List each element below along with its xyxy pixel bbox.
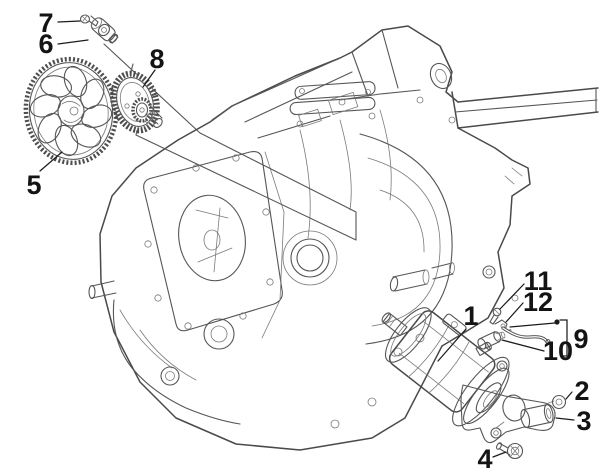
sprocket-spokes	[29, 65, 113, 157]
callout-8-leader	[142, 69, 156, 88]
gasket-bolt-holes	[144, 154, 274, 330]
callout-1-leader	[437, 328, 467, 362]
part-7-screw	[79, 14, 99, 27]
part-8-double-gear	[110, 70, 163, 134]
callout-9-label: 9	[573, 324, 588, 354]
part-10-connector-boot	[477, 331, 506, 350]
callout-2-label: 2	[574, 376, 589, 406]
callout-7-leader	[57, 20, 81, 23]
callout-1: 1	[437, 301, 479, 362]
callout-6: 6	[38, 29, 89, 59]
callout-10-label: 10	[543, 336, 573, 366]
part-9-cable	[501, 326, 551, 346]
callout-2: 2	[565, 376, 590, 406]
callout-6-leader	[57, 39, 89, 45]
callout-12-leader	[505, 302, 524, 323]
callout-1-label: 1	[463, 301, 478, 331]
callout-10: 10	[501, 336, 573, 366]
callout-4-leader	[492, 451, 507, 458]
callout-3-leader	[555, 417, 575, 421]
callout-11-label: 11	[524, 266, 553, 296]
callout-9-pointer	[509, 322, 556, 328]
callout-8: 8	[142, 44, 165, 88]
part-5-sprocket-wheel	[23, 56, 119, 166]
callout-5-leader	[39, 151, 63, 172]
part-6-clutch-pin	[90, 17, 119, 44]
callout-4-label: 4	[477, 444, 492, 474]
callout-5: 5	[26, 151, 63, 200]
callout-8-label: 8	[149, 44, 164, 74]
callout-4: 4	[477, 444, 507, 474]
callout-9-dot	[554, 319, 560, 325]
callout-9: 9	[509, 319, 589, 357]
part-3-support-bracket	[460, 384, 556, 444]
callout-11-leader	[499, 283, 525, 310]
callouts: 7 6 8 5 1 11 12 9	[26, 8, 591, 474]
callout-12-label: 12	[523, 287, 553, 317]
chain-break-lines	[103, 43, 357, 241]
callout-6-label: 6	[38, 29, 53, 59]
callout-10-leader	[501, 339, 545, 352]
callout-3-label: 3	[576, 406, 591, 436]
part-2-nut	[551, 394, 567, 410]
callout-5-label: 5	[26, 170, 41, 200]
crankcase-drawing	[88, 25, 599, 451]
callout-11: 11	[499, 266, 553, 310]
callout-3: 3	[555, 406, 592, 436]
callout-7: 7	[38, 8, 81, 38]
callout-2-leader	[565, 391, 573, 400]
callout-7-label: 7	[38, 8, 53, 38]
part-4-bolt	[495, 442, 524, 460]
part-11-screw	[489, 307, 502, 325]
callout-12: 12	[505, 287, 553, 323]
callout-9-bracket	[559, 319, 568, 357]
